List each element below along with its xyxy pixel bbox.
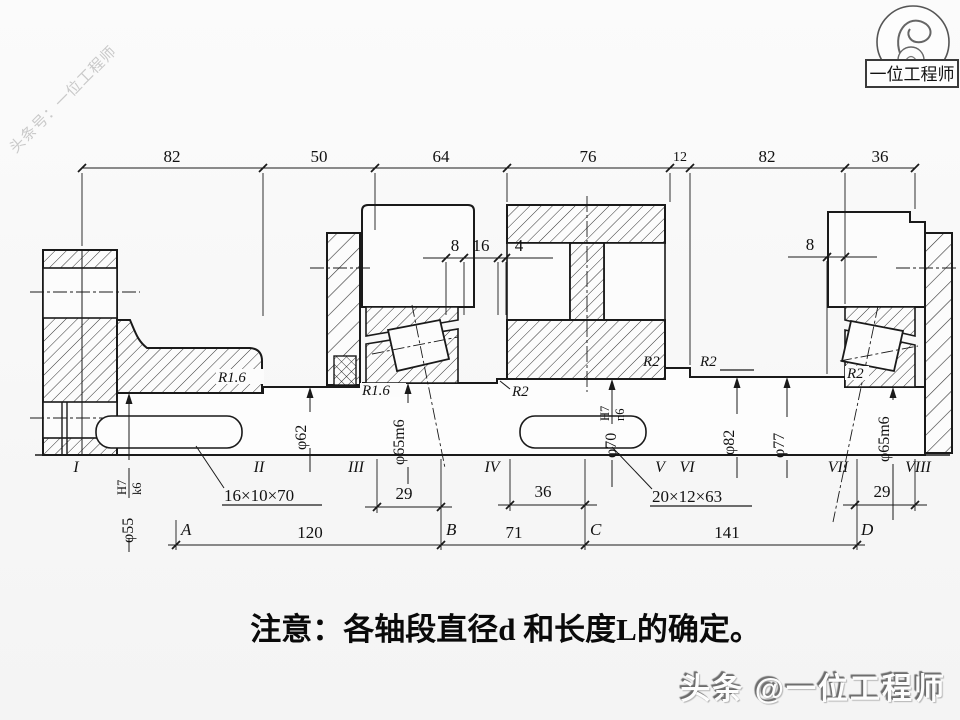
label-r2-step: R2	[699, 354, 717, 370]
point-c: C	[590, 520, 602, 539]
label-dia-77-text: φ77	[771, 433, 788, 458]
key-labels	[195, 445, 752, 507]
keyway-1	[95, 415, 243, 449]
dim-76: 76	[580, 147, 597, 166]
section-numerals: I II III IV V VI VII VIII	[72, 459, 931, 476]
label-dia-70: φ70 H7 n6	[598, 396, 627, 458]
label-dia-65-left: φ65m6	[391, 419, 408, 465]
dim-16: 16	[473, 236, 490, 255]
left-seal	[333, 355, 357, 386]
dim-8-left: 8	[451, 236, 460, 255]
label-fit-70-bottom: n6	[613, 409, 627, 422]
dim-82-1: 82	[164, 147, 181, 166]
right-housing-block	[827, 211, 926, 308]
section-ii: II	[253, 459, 265, 476]
label-fit-70-top: H7	[598, 406, 612, 421]
left-housing-block	[361, 204, 475, 308]
left-bearing-group	[310, 204, 475, 469]
label-r16-bearing: R1.6	[361, 383, 390, 399]
section-i: I	[72, 459, 79, 476]
right-end-cap	[924, 232, 953, 454]
gear	[506, 196, 666, 392]
dim-36-top: 36	[872, 147, 889, 166]
label-fit-55-top: H7	[115, 480, 129, 495]
section-vi: VI	[679, 459, 695, 476]
label-dia-82: φ82	[721, 430, 738, 455]
logo-name-box	[865, 59, 959, 88]
top-extension-lines	[81, 173, 916, 365]
detail-dims-left	[423, 253, 553, 315]
section-iv: IV	[483, 459, 501, 476]
top-dim-ticks	[77, 163, 920, 173]
label-dia-55: φ55 H7 k6	[115, 468, 144, 543]
label-dia-65-right: φ65m6	[876, 416, 893, 462]
left-bearing-roller	[386, 318, 451, 373]
logo-name: 一位工程师	[870, 65, 955, 84]
label-dia-77: φ77	[771, 433, 788, 458]
section-vii: VII	[828, 459, 849, 476]
dim-29-right: 29	[874, 482, 891, 501]
dim-8-right: 8	[806, 235, 815, 254]
label-key-2: 20×12×63	[652, 487, 722, 506]
logo: 一位工程师	[865, 5, 959, 88]
label-dia-62: φ62	[293, 425, 310, 450]
label-dia-62-text: φ62	[293, 425, 310, 450]
gear-recess-left	[506, 242, 571, 321]
point-d: D	[860, 520, 874, 539]
label-dia-70-text: φ70	[603, 433, 620, 458]
dim-82-2: 82	[759, 147, 776, 166]
keyway-2	[519, 415, 647, 449]
dim-71: 71	[506, 523, 523, 542]
dim-50: 50	[311, 147, 328, 166]
point-b: B	[446, 520, 457, 539]
dim-29-left: 29	[396, 484, 413, 503]
bottom-dimension-chain	[168, 459, 865, 550]
left-bearing-outer-race	[365, 306, 459, 337]
section-viii: VIII	[905, 459, 931, 476]
detail-dim-right	[788, 252, 877, 374]
top-dimension-labels: 82 50 64 76 12 82 36	[164, 147, 889, 166]
top-dimension-chain	[77, 163, 920, 365]
stamp: 头条 @一位工程师	[680, 673, 946, 706]
right-bearing-roller	[840, 319, 905, 373]
label-dia-65-right-text: φ65m6	[876, 416, 893, 462]
section-iii: III	[347, 459, 365, 476]
label-r16-hub: R1.6	[217, 370, 246, 386]
segment-dims	[365, 459, 927, 513]
dim-64: 64	[433, 147, 451, 166]
gear-recess-right	[603, 242, 666, 321]
label-r2-bearing: R2	[846, 366, 864, 382]
label-key-1: 16×10×70	[224, 486, 294, 505]
dim-36: 36	[535, 482, 552, 501]
flange-bolt-hole	[42, 267, 118, 319]
logo-calligraphy	[897, 19, 932, 59]
dim-141: 141	[714, 523, 740, 542]
label-r2-collar: R2	[642, 354, 660, 370]
right-bearing-group	[827, 211, 958, 523]
gear-hub	[506, 319, 666, 380]
label-dia-82-text: φ82	[721, 430, 738, 455]
label-dia-55-text: φ55	[120, 518, 137, 543]
gear-rim	[506, 204, 666, 244]
radius-labels: R1.6 R1.6 R2 R2 R2 R2	[216, 354, 869, 400]
dim-4: 4	[515, 236, 524, 255]
label-dia-65-left-text: φ65m6	[391, 419, 408, 465]
dim-12: 12	[673, 150, 687, 165]
dim-120: 120	[297, 523, 323, 542]
point-a: A	[180, 520, 192, 539]
label-r2-gear-left: R2	[511, 384, 529, 400]
label-fit-55-bottom: k6	[130, 483, 144, 496]
right-bearing-outer-race	[844, 306, 916, 338]
caption: 注意：各轴段直径d 和长度L的确定。	[250, 612, 761, 647]
section-v: V	[655, 459, 667, 476]
